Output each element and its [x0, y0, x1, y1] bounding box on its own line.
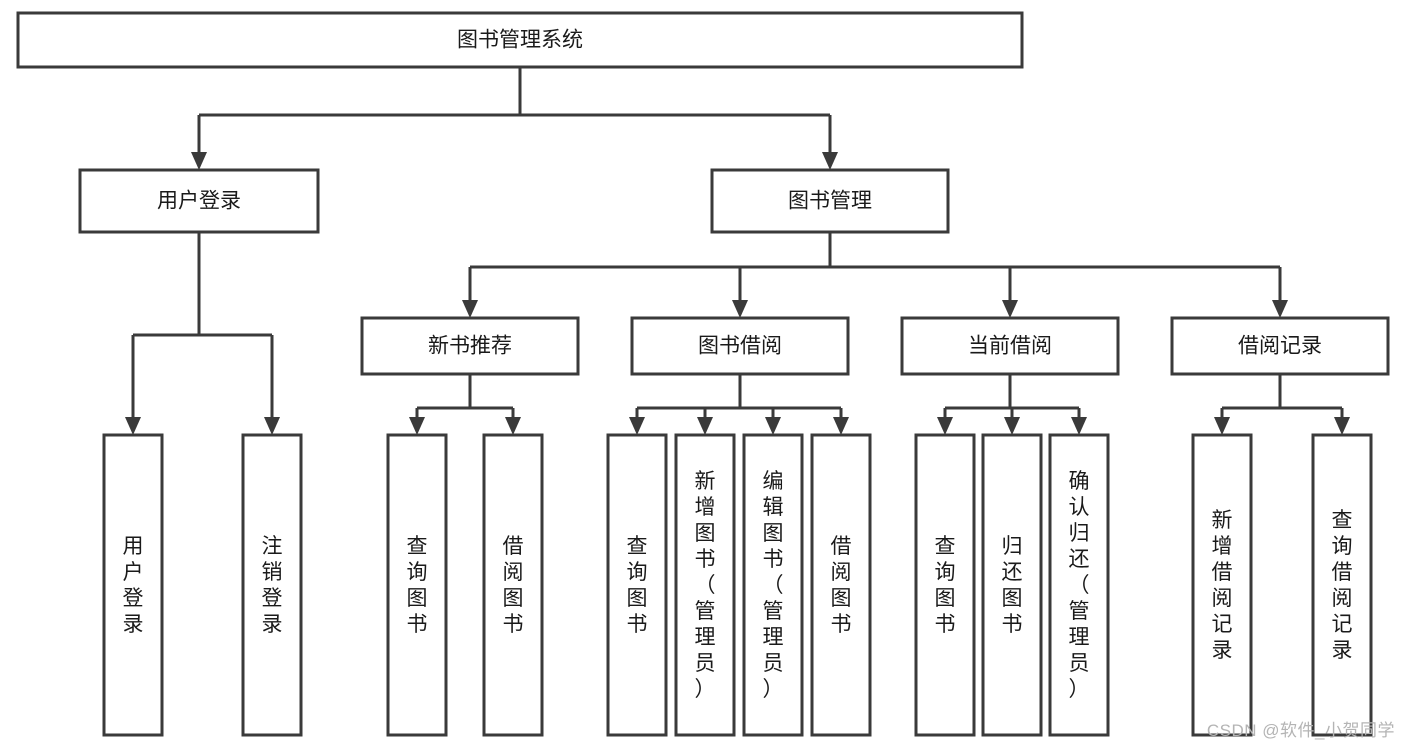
leaf-node[interactable]: 确认归还（管理员）	[1048, 433, 1110, 737]
arrow-head-icon	[765, 417, 781, 435]
arrow-head-icon	[629, 417, 645, 435]
node-box[interactable]	[241, 433, 303, 737]
arrow-head-icon	[833, 417, 849, 435]
leaf-node[interactable]: 借阅图书	[482, 433, 544, 737]
node-label: 确认归还（管理员）	[1069, 470, 1090, 701]
leaf-node[interactable]: 查询图书	[386, 433, 448, 737]
node-box[interactable]	[914, 433, 976, 737]
node-label: 新增图书（管理员）	[695, 470, 716, 701]
node-box[interactable]	[606, 433, 668, 737]
node-label: 查询图书	[935, 535, 956, 636]
node-box[interactable]	[386, 433, 448, 737]
node-box[interactable]	[742, 433, 804, 737]
node-label: 用户登录	[157, 190, 241, 213]
node-label: 借阅图书	[831, 535, 852, 636]
leaf-node[interactable]: 注销登录	[241, 433, 303, 737]
node-label: 注销登录	[262, 535, 283, 636]
node-label: 图书管理系统	[457, 29, 583, 52]
arrow-head-icon	[937, 417, 953, 435]
node-box[interactable]	[810, 433, 872, 737]
node-box[interactable]	[16, 11, 1024, 69]
arrow-head-icon	[191, 152, 207, 170]
node-label: 查询图书	[627, 535, 648, 636]
leaf-node[interactable]: 查询图书	[914, 433, 976, 737]
arrow-head-icon	[732, 300, 748, 318]
node-label: 新增借阅记录	[1212, 509, 1233, 662]
arrow-head-icon	[1004, 417, 1020, 435]
node-label: 借阅图书	[503, 535, 524, 636]
arrow-head-icon	[697, 417, 713, 435]
level2-node[interactable]: 图书管理	[710, 168, 950, 234]
node-box[interactable]	[630, 316, 850, 376]
level3-node[interactable]: 借阅记录	[1170, 316, 1390, 376]
level2-node[interactable]: 用户登录	[78, 168, 320, 234]
node-box[interactable]	[900, 316, 1120, 376]
node-label: 图书借阅	[698, 335, 782, 358]
arrow-head-icon	[822, 152, 838, 170]
node-label: 新书推荐	[428, 335, 512, 358]
root-node[interactable]: 图书管理系统	[16, 11, 1024, 69]
node-label: 借阅记录	[1238, 335, 1322, 358]
node-box[interactable]	[710, 168, 950, 234]
arrow-head-icon	[1272, 300, 1288, 318]
node-box[interactable]	[1048, 433, 1110, 737]
node-label: 编辑图书（管理员）	[763, 470, 784, 701]
level3-node[interactable]: 当前借阅	[900, 316, 1120, 376]
node-box[interactable]	[674, 433, 736, 737]
arrow-head-icon	[409, 417, 425, 435]
level3-node[interactable]: 图书借阅	[630, 316, 850, 376]
arrow-head-icon	[1002, 300, 1018, 318]
arrow-head-icon	[462, 300, 478, 318]
arrow-head-icon	[505, 417, 521, 435]
node-label: 当前借阅	[968, 335, 1052, 358]
leaf-node[interactable]: 查询借阅记录	[1311, 433, 1373, 737]
connectors-layer	[125, 67, 1350, 435]
leaf-node[interactable]: 归还图书	[981, 433, 1043, 737]
node-label: 图书管理	[788, 190, 872, 213]
node-box[interactable]	[1191, 433, 1253, 737]
node-label: 查询借阅记录	[1332, 509, 1353, 662]
node-box[interactable]	[981, 433, 1043, 737]
arrow-head-icon	[1071, 417, 1087, 435]
node-label: 归还图书	[1002, 535, 1023, 636]
watermark-label: CSDN @软件_小贺同学	[1206, 721, 1395, 740]
node-box[interactable]	[482, 433, 544, 737]
arrow-head-icon	[264, 417, 280, 435]
leaf-node[interactable]: 新增借阅记录	[1191, 433, 1253, 737]
nodes-layer: 图书管理系统用户登录图书管理新书推荐图书借阅当前借阅借阅记录用户登录注销登录查询…	[16, 11, 1390, 737]
node-box[interactable]	[1170, 316, 1390, 376]
leaf-node[interactable]: 编辑图书（管理员）	[742, 433, 804, 737]
node-box[interactable]	[360, 316, 580, 376]
node-box[interactable]	[1311, 433, 1373, 737]
node-label: 查询图书	[407, 535, 428, 636]
arrow-head-icon	[1334, 417, 1350, 435]
leaf-node[interactable]: 查询图书	[606, 433, 668, 737]
level3-node[interactable]: 新书推荐	[360, 316, 580, 376]
node-label: 用户登录	[123, 535, 144, 636]
leaf-node[interactable]: 新增图书（管理员）	[674, 433, 736, 737]
leaf-node[interactable]: 用户登录	[102, 433, 164, 737]
leaf-node[interactable]: 借阅图书	[810, 433, 872, 737]
node-box[interactable]	[102, 433, 164, 737]
node-box[interactable]	[78, 168, 320, 234]
arrow-head-icon	[125, 417, 141, 435]
arrow-head-icon	[1214, 417, 1230, 435]
